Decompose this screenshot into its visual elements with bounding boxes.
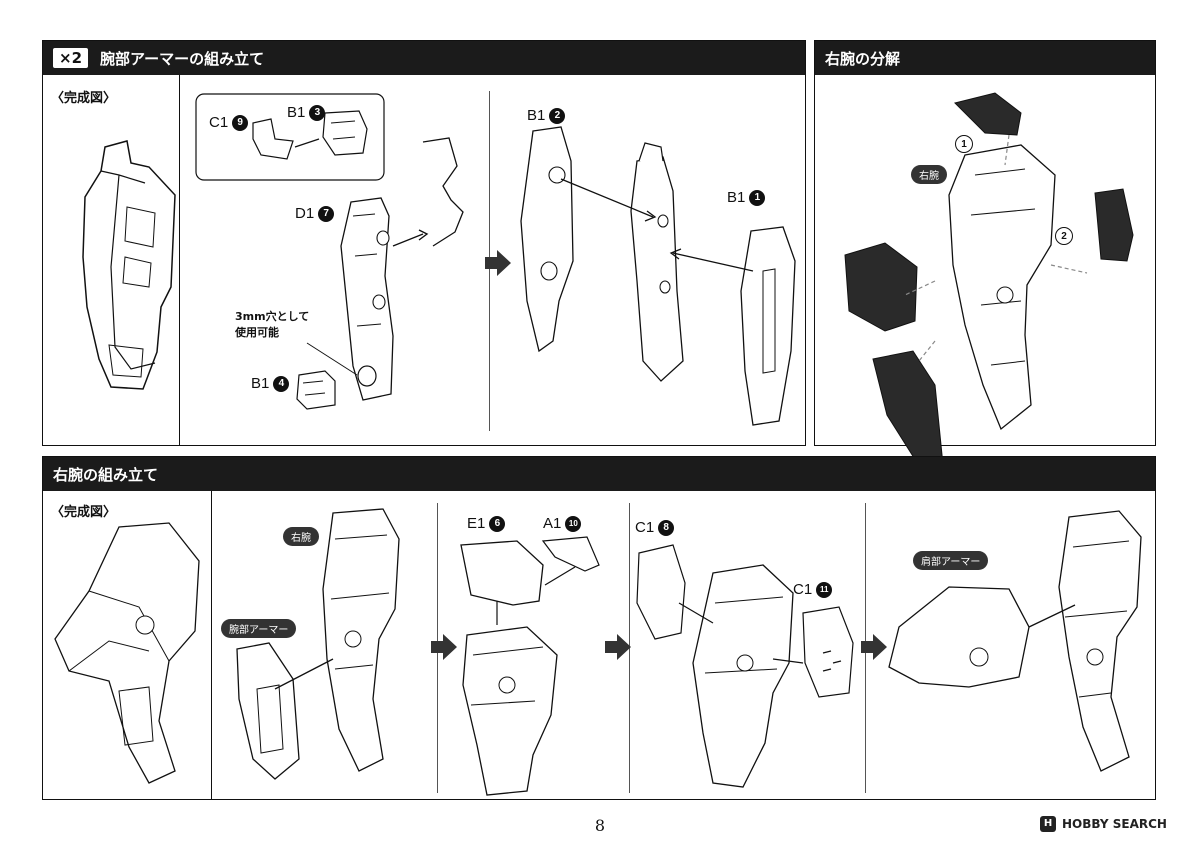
- part-code: E1: [467, 515, 486, 532]
- part-code: C1: [635, 519, 655, 536]
- part-number-badge: 9: [232, 114, 249, 131]
- hole-usage-note: 3mm穴として 使用可能: [235, 309, 309, 341]
- c1-parts-attach-illustration: [636, 544, 854, 788]
- completed-figure-label: 〈完成図〉: [51, 505, 117, 520]
- right-arm-assembly-header: 右腕の組み立て: [43, 457, 1155, 491]
- completed-right-arm-illustration: [54, 522, 200, 784]
- arm-armor-title: 腕部アーマーの組み立て: [100, 49, 265, 68]
- hole-note-line-1: 3mm穴として: [235, 310, 310, 323]
- quantity-badge: ×2: [53, 48, 89, 68]
- step-1-badge: 1: [955, 135, 973, 153]
- right-arm-disassembly-illustration: [844, 92, 1134, 470]
- part-code: A1: [543, 515, 562, 532]
- disassembly-step-1: 1: [955, 135, 973, 153]
- hole-leader-line: [306, 342, 358, 376]
- watermark-logo: H HOBBY SEARCH: [1040, 816, 1167, 832]
- part-code: D1: [295, 205, 315, 222]
- hobby-search-logo-icon: H: [1040, 816, 1056, 832]
- part-number-badge: 7: [318, 205, 335, 222]
- watermark-text: HOBBY SEARCH: [1062, 817, 1167, 831]
- panel-divider: [211, 491, 212, 799]
- panel-divider: [179, 75, 180, 445]
- page-number: 8: [594, 816, 606, 835]
- part-code: B1: [251, 375, 270, 392]
- part-number-badge: 2: [549, 107, 566, 124]
- part-code: C1: [793, 581, 813, 598]
- completed-arm-armor-illustration: [82, 140, 176, 390]
- part-code: C1: [209, 114, 229, 131]
- part-code: B1: [727, 189, 746, 206]
- d1-arm-part-illustration: [340, 137, 464, 401]
- next-step-arrow-icon: [431, 634, 457, 660]
- completed-figure-label: 〈完成図〉: [51, 91, 117, 106]
- part-number-badge: 3: [309, 104, 326, 121]
- right-arm-disassembly-panel: 右腕の分解 右腕 1 2: [814, 40, 1156, 470]
- arm-armor-header: ×2 腕部アーマーの組み立て: [43, 41, 805, 75]
- shoulder-armor-tag: 肩部アーマー: [913, 551, 989, 570]
- b1-4-part-illustration: [296, 370, 336, 410]
- arm-armor-tag: 腕部アーマー: [221, 619, 297, 638]
- shoulder-armor-attach-illustration: [888, 510, 1142, 772]
- assembly-title: 右腕の組み立て: [53, 465, 159, 484]
- e1-a1-attach-illustration: [460, 536, 600, 796]
- disassembly-step-2: 2: [1055, 227, 1073, 245]
- next-step-arrow-icon: [605, 634, 631, 660]
- part-number-badge: 4: [273, 375, 290, 392]
- part-number-badge: 11: [816, 581, 833, 598]
- part-number-badge: 1: [749, 189, 766, 206]
- next-step-arrow-icon: [485, 250, 511, 276]
- part-number-badge: 8: [658, 519, 675, 536]
- part-number-badge: 6: [489, 515, 506, 532]
- right-arm-disassembly-header: 右腕の分解: [815, 41, 1155, 75]
- hole-note-line-2: 使用可能: [235, 326, 279, 339]
- armor-halves-illustration: [520, 126, 796, 426]
- part-number-badge: 10: [565, 515, 582, 532]
- part-code: B1: [527, 107, 546, 124]
- step-2-badge: 2: [1055, 227, 1073, 245]
- right-arm-tag: 右腕: [911, 165, 947, 184]
- right-arm-tag: 右腕: [283, 527, 319, 546]
- part-code: B1: [287, 104, 306, 121]
- disassembly-title: 右腕の分解: [825, 49, 901, 68]
- next-step-arrow-icon: [861, 634, 887, 660]
- arm-armor-attach-illustration: [236, 508, 400, 780]
